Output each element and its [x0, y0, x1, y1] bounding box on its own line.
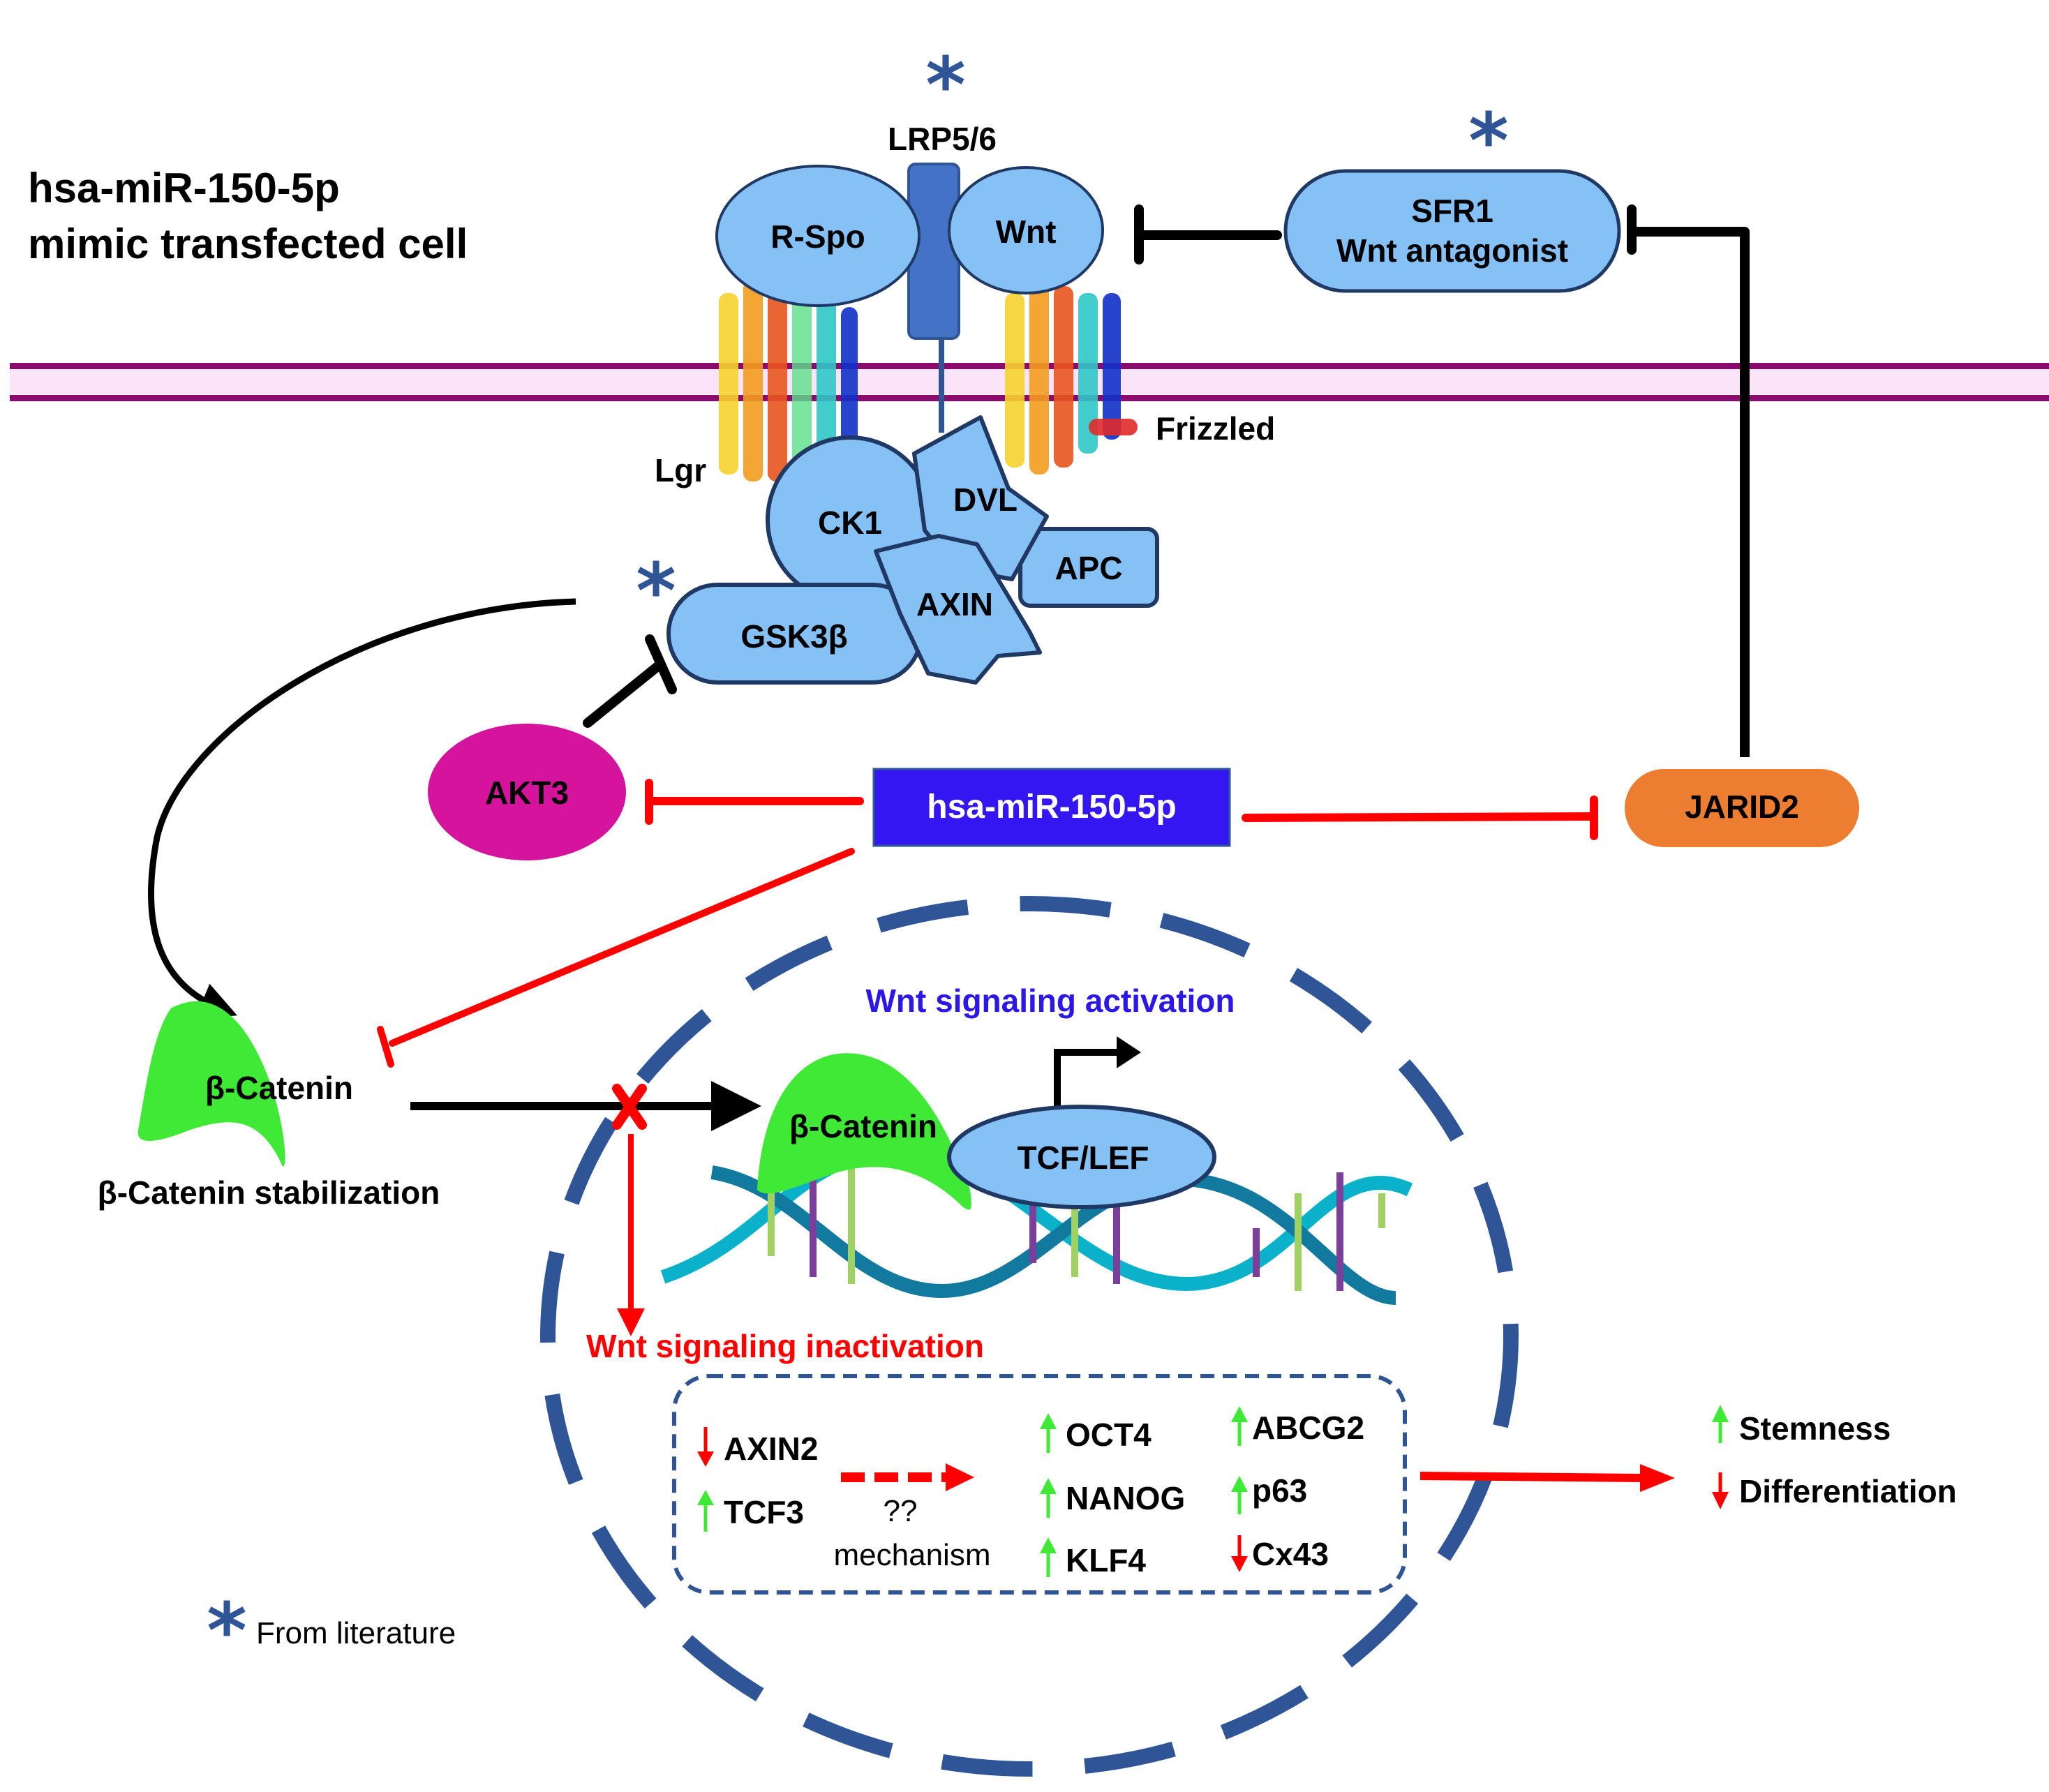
- up-arrow-icon: [1712, 1405, 1729, 1422]
- outcome-arrow: [1420, 1472, 1644, 1482]
- catenin-cytoplasm-node[interactable]: [137, 1001, 285, 1167]
- lgr-label: Lgr: [655, 452, 706, 488]
- tcf-lef-label: TCF/LEF: [1017, 1140, 1149, 1176]
- wnt-ligand[interactable]: [948, 166, 1104, 294]
- catenin-nucleus-node[interactable]: [757, 1053, 971, 1210]
- inactivation-label: Wnt signaling inactivation: [586, 1328, 984, 1364]
- up-arrow-icon: [1040, 1413, 1057, 1429]
- mechanism-label: mechanism: [834, 1538, 991, 1572]
- frizzled-protein: [1005, 279, 1138, 475]
- title-line-1: hsa-miR-150-5p: [28, 165, 340, 211]
- mechanism-arrow-head-icon: [946, 1463, 974, 1491]
- mirna-inhibits-jarid2-line: [1242, 812, 1598, 822]
- rspo-label: R-Spo: [770, 218, 865, 255]
- transcription-arrow-head-icon: [1117, 1036, 1141, 1068]
- catenin-nucleus-label: β-Catenin: [789, 1108, 937, 1144]
- mirna-label: hsa-miR-150-5p: [927, 789, 1176, 826]
- destruction-complex: [666, 415, 1159, 685]
- gene-axin2: AXIN2: [697, 1427, 818, 1467]
- jarid2-node[interactable]: [1625, 769, 1859, 847]
- gene-tcf3: TCF3: [697, 1490, 804, 1532]
- dvl-label: DVL: [953, 481, 1018, 518]
- gene-label: Cx43: [1252, 1536, 1329, 1572]
- ck1-label: CK1: [818, 505, 882, 541]
- jarid2-inhibits-sfr1-line: [1635, 227, 1750, 757]
- mirna-node[interactable]: [872, 768, 1231, 847]
- gene-label: AXIN2: [724, 1431, 818, 1467]
- gene-label: p63: [1252, 1472, 1307, 1509]
- outcome-label: Differentiation: [1739, 1473, 1957, 1509]
- outcome-arrow-head-icon: [1640, 1464, 1675, 1492]
- gene-oct4: OCT4: [1040, 1413, 1152, 1453]
- akt3-inhibits-gsk3b-line: [583, 659, 665, 728]
- gene-abcg2: ABCG2: [1231, 1406, 1364, 1446]
- outcome-differentiation: Differentiation: [1712, 1472, 1957, 1509]
- gene-label: NANOG: [1066, 1480, 1185, 1516]
- up-arrow-icon: [697, 1490, 714, 1505]
- axin-label: AXIN: [916, 586, 993, 622]
- gsk3b-asterisk-icon: *: [636, 546, 676, 636]
- frizzled-label: Frizzled: [1156, 410, 1275, 447]
- legend-label: From literature: [256, 1616, 456, 1650]
- akt3-node[interactable]: [428, 724, 626, 860]
- up-arrow-icon: [1231, 1406, 1248, 1422]
- up-arrow-icon: [1040, 1478, 1057, 1494]
- akt3-inhibit-bar: [645, 634, 677, 694]
- apc-label: APC: [1055, 550, 1122, 586]
- gene-label: OCT4: [1066, 1417, 1152, 1453]
- gene-klf4: KLF4: [1040, 1537, 1146, 1578]
- jarid2-label: JARID2: [1685, 789, 1799, 825]
- nucleus-envelope: [540, 896, 1519, 1777]
- mechanism-question: ??: [884, 1494, 918, 1528]
- down-arrow-icon: [1712, 1492, 1729, 1509]
- up-arrow-icon: [1040, 1537, 1057, 1553]
- down-arrow-icon: [697, 1451, 714, 1467]
- axin-node[interactable]: [874, 534, 1042, 685]
- blocked-x-icon: [612, 1084, 647, 1130]
- gene-cx43: Cx43: [1231, 1535, 1329, 1572]
- sfr1-sublabel: Wnt antagonist: [1336, 232, 1568, 269]
- legend-asterisk-icon: *: [207, 1586, 247, 1675]
- gsk3b-label: GSK3β: [740, 618, 847, 655]
- up-arrow-icon: [1231, 1476, 1248, 1492]
- gene-nanog: NANOG: [1040, 1478, 1185, 1518]
- lrp-label: LRP5/6: [888, 121, 997, 157]
- gene-label: ABCG2: [1252, 1410, 1364, 1446]
- gene-expression-box: [672, 1374, 1407, 1595]
- mirna-inhibits-catenin-line: [389, 848, 855, 1047]
- activation-label: Wnt signaling activation: [865, 983, 1235, 1019]
- title-line-2: mimic transfected cell: [28, 221, 468, 267]
- outcome-label: Stemness: [1739, 1410, 1891, 1447]
- lrp-asterisk-icon: *: [925, 40, 966, 130]
- outcome-stemness: Stemness: [1712, 1405, 1891, 1447]
- mirna-catenin-inhibit-bar: [377, 1026, 394, 1068]
- down-arrow-icon: [1231, 1556, 1248, 1572]
- gene-label: TCF3: [724, 1494, 804, 1530]
- sfr1-node[interactable]: [1283, 169, 1621, 293]
- catenin-stabilization-label: β-Catenin stabilization: [98, 1174, 440, 1211]
- gene-p63: p63: [1231, 1472, 1307, 1514]
- sfr1-label: SFR1: [1411, 193, 1493, 229]
- catenin-cytoplasm-label: β-Catenin: [205, 1070, 353, 1106]
- akt3-label: AKT3: [485, 775, 569, 811]
- rspo-ligand[interactable]: [715, 165, 921, 307]
- gsk3b-to-catenin-arrow: [147, 598, 576, 1019]
- tcf-lef-node[interactable]: [947, 1105, 1216, 1209]
- wnt-label: Wnt: [996, 214, 1057, 250]
- gene-label: KLF4: [1066, 1542, 1146, 1578]
- dna-helix: [660, 1144, 1413, 1305]
